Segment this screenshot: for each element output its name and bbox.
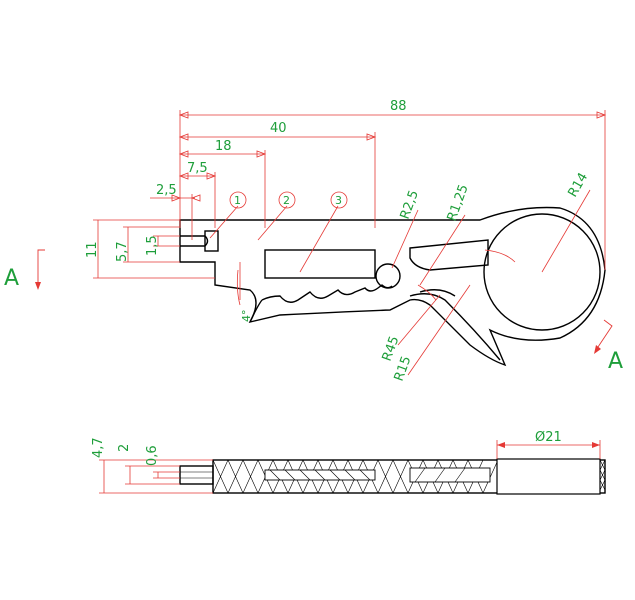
balloon-3 [330, 191, 348, 209]
dim-2-5: 2,5 [156, 183, 177, 198]
dim-phi-21: Ø21 [535, 430, 562, 445]
radius-1-25: R1,25 [445, 183, 472, 224]
balloon-2 [278, 191, 296, 209]
dim-2: 2 [117, 444, 132, 452]
section-label-right: A [608, 349, 623, 374]
angle-label: 4° [240, 310, 253, 323]
dim-1-5: 1,5 [145, 235, 160, 256]
dim-40: 40 [270, 121, 287, 136]
item-balloons [229, 191, 348, 209]
dim-4-7: 4,7 [91, 437, 106, 458]
balloon-label-3: 3 [335, 194, 342, 207]
balloon-1 [229, 191, 247, 209]
section-markers [35, 249, 613, 354]
vertical-dimensions [93, 219, 241, 306]
balloon-label-1: 1 [234, 194, 241, 207]
section-view [179, 458, 606, 495]
dim-18: 18 [215, 139, 232, 154]
dim-0-6: 0,6 [145, 445, 160, 466]
leader-lines [209, 189, 591, 376]
radius-2-5: R2,5 [398, 188, 422, 221]
section-label-left: A [4, 266, 19, 291]
balloon-label-2: 2 [283, 194, 290, 207]
dim-11: 11 [85, 241, 100, 258]
top-view-outline [179, 206, 606, 367]
dim-88: 88 [390, 99, 407, 114]
section-dimensions [99, 440, 601, 494]
radius-14: R14 [565, 170, 591, 200]
dim-7-5: 7,5 [187, 161, 208, 176]
horizontal-dimensions [150, 110, 607, 270]
dim-5-7: 5,7 [115, 241, 130, 262]
